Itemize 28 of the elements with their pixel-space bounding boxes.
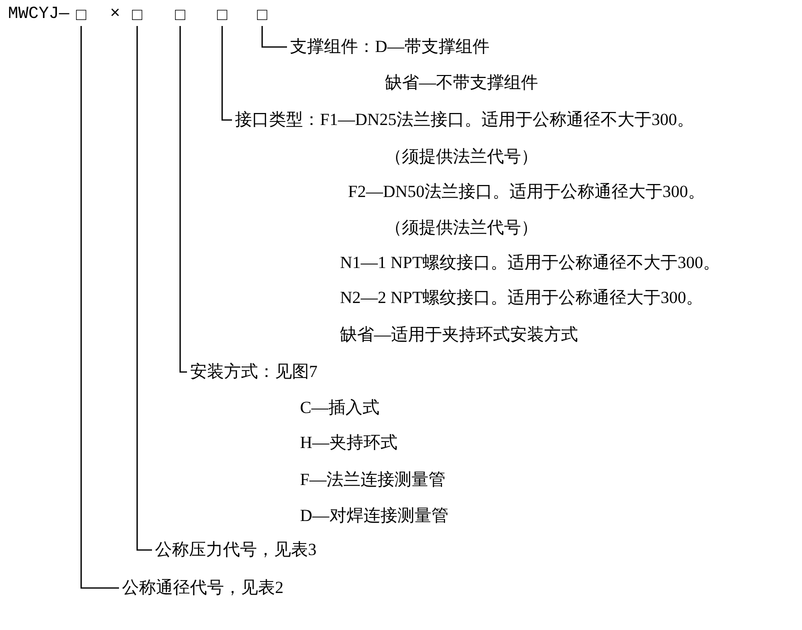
code-text: ×	[110, 5, 120, 25]
option-text: 缺省—适用于夹持环式安装方式	[340, 325, 578, 345]
code-slot: □	[217, 5, 228, 25]
option-text: D—对焊连接测量管	[300, 506, 448, 526]
field-heading: 接口类型：F1—DN25法兰接口。适用于公称通径不大于300。	[235, 110, 694, 130]
option-text: C—插入式	[300, 398, 380, 418]
option-text: N1—1 NPT螺纹接口。适用于公称通径不大于300。	[340, 253, 720, 273]
option-text: F—法兰连接测量管	[300, 470, 446, 490]
leader-line	[262, 26, 287, 48]
option-text: N2—2 NPT螺纹接口。适用于公称通径大于300。	[340, 288, 704, 308]
field-heading: 安装方式：见图7	[190, 362, 318, 382]
field-heading: 公称压力代号，见表3	[155, 540, 316, 560]
code-slot: □	[257, 5, 268, 25]
leader-line	[221, 26, 232, 121]
option-text: 缺省—不带支撑组件	[385, 73, 538, 93]
option-text: （须提供法兰代号）	[385, 218, 538, 238]
leader-line	[179, 26, 187, 373]
leader-line	[136, 26, 152, 551]
code-slot: □	[132, 5, 142, 25]
field-heading: 公称通径代号，见表2	[122, 578, 284, 598]
option-text: F2—DN50法兰接口。适用于公称通径大于300。	[348, 182, 706, 202]
option-text: （须提供法兰代号）	[385, 147, 538, 167]
code-slot: □	[175, 5, 186, 25]
option-text: H—夹持环式	[300, 433, 398, 453]
code-text: MWCYJ—	[8, 5, 70, 25]
leader-line	[80, 26, 119, 589]
code-slot: □	[76, 5, 86, 25]
field-heading: 支撑组件：D—带支撑组件	[290, 37, 490, 57]
